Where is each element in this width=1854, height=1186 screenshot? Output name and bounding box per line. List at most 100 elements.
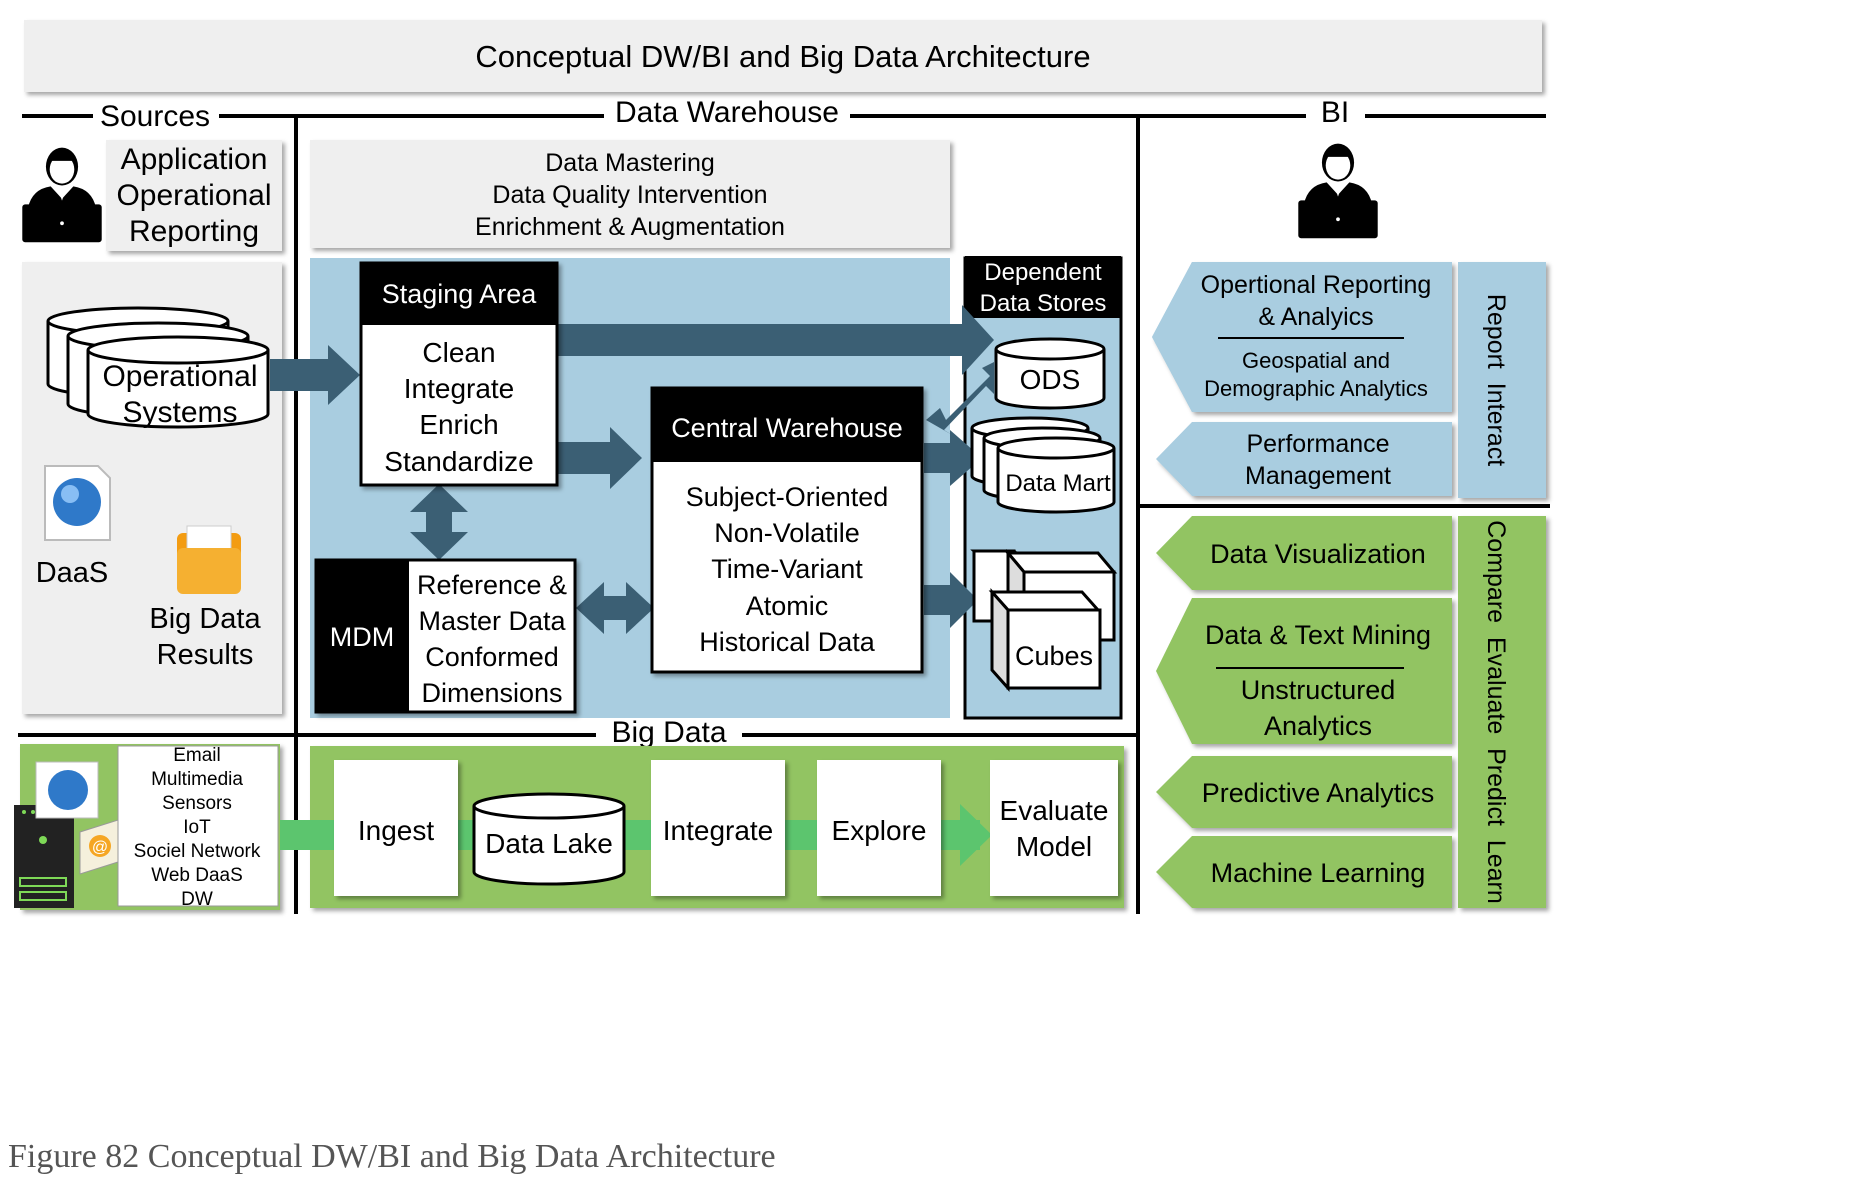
- data-mart-label: Data Mart: [1005, 470, 1111, 497]
- arrow-staging-to-central: [558, 427, 642, 489]
- bi-side-bar-blue: Report Interact: [1458, 262, 1546, 498]
- figure-caption: Figure 82 Conceptual DW/BI and Big Data …: [8, 1138, 776, 1175]
- section-big-data: Big Data: [611, 716, 726, 749]
- svg-text:@: @: [92, 839, 108, 856]
- mastering-line-1: Data Mastering: [545, 149, 715, 177]
- data-mart-database-icon: [970, 416, 1116, 514]
- staging-step: Standardize: [384, 446, 533, 477]
- cubes-label: Cubes: [1015, 641, 1093, 671]
- flow-arrows-blue: [270, 305, 994, 634]
- unstructured-line-2: Analytics: [1264, 711, 1372, 741]
- mdm-item: Reference &: [417, 570, 567, 600]
- operational-systems-database-icon: [46, 306, 270, 429]
- mastering-line-3: Enrichment & Augmentation: [475, 213, 785, 241]
- arrow-sources-to-staging: [270, 345, 360, 405]
- op-reporting-line-1: Opertional Reporting: [1201, 271, 1432, 299]
- central-warehouse-box: Central Warehouse Subject-Oriented Non-V…: [650, 386, 924, 674]
- staging-step: Enrich: [419, 409, 498, 440]
- integrate-label: Integrate: [663, 815, 774, 846]
- geospatial-line-2: Demographic Analytics: [1204, 376, 1428, 401]
- source-item: IoT: [183, 817, 211, 838]
- geospatial-line-1: Geospatial and: [1242, 348, 1390, 373]
- staging-area-box: Staging Area Clean Integrate Enrich Stan…: [359, 261, 559, 487]
- side-label-compare-learn: Compare Evaluate Predict Learn: [1482, 520, 1510, 904]
- big-data-flow-arrowhead: [960, 804, 992, 866]
- machine-learning-label: Machine Learning: [1211, 858, 1426, 888]
- mdm-item: Master Data: [418, 606, 566, 636]
- data-lake-label: Data Lake: [485, 828, 613, 859]
- big-data-results-line-1: Big Data: [149, 603, 261, 635]
- bi-predictive-analytics-item: Predictive Analytics: [1156, 756, 1452, 828]
- evaluate-model-box: Evaluate Model: [990, 760, 1118, 896]
- big-data-results-line-2: Results: [157, 639, 254, 671]
- app-operational-reporting-box: Application Operational Reporting: [106, 140, 282, 251]
- vertical-dividers: [294, 116, 1140, 914]
- ingest-label: Ingest: [358, 815, 434, 846]
- ods-database-icon: [994, 337, 1106, 410]
- source-item: Sociel Network: [134, 841, 261, 862]
- daas-globe-document-icon: [44, 465, 111, 541]
- bi-side-bar-green: Compare Evaluate Predict Learn: [1458, 516, 1546, 908]
- central-trait: Time-Variant: [711, 554, 863, 584]
- explore-box: Explore: [817, 760, 941, 896]
- central-trait: Non-Volatile: [714, 518, 860, 548]
- source-item: Sensors: [162, 793, 232, 814]
- mdm-item: Dimensions: [421, 678, 562, 708]
- staging-step: Clean: [422, 337, 495, 368]
- data-lake-database-icon: [472, 792, 626, 886]
- section-sources: Sources: [100, 100, 210, 133]
- bi-machine-learning-item: Machine Learning: [1156, 836, 1452, 908]
- evaluate-model-line-1: Evaluate: [1000, 795, 1109, 826]
- app-reporting-line-1: Application: [121, 143, 268, 176]
- explore-label: Explore: [832, 815, 927, 846]
- dependent-title-line-1: Dependent: [984, 259, 1102, 286]
- source-globe-icon: [35, 761, 99, 819]
- source-item: DW: [181, 889, 213, 910]
- daas-label: DaaS: [36, 557, 109, 589]
- big-data-sources-list: Email Multimedia Sensors IoT Sociel Netw…: [134, 745, 261, 910]
- bi-data-text-mining-item: Data & Text Mining Unstructured Analytic…: [1156, 598, 1452, 744]
- cubes-icon: [970, 548, 1118, 692]
- arrow-central-to-datamart: [924, 430, 982, 486]
- operational-systems-line-1: Operational: [102, 360, 257, 393]
- arrow-mdm-staging: [410, 484, 468, 560]
- central-trait: Historical Data: [699, 627, 876, 657]
- app-reporting-line-2: Operational: [116, 179, 271, 212]
- performance-line-2: Management: [1245, 462, 1391, 490]
- app-reporting-line-3: Reporting: [129, 215, 259, 248]
- op-reporting-line-2: & Analyics: [1258, 303, 1373, 331]
- arrow-mdm-central: [576, 582, 654, 634]
- mdm-box: MDM Reference & Master Data Conformed Di…: [314, 558, 577, 714]
- email-icon: @: [79, 819, 119, 875]
- arrow-central-to-cubes: [924, 572, 978, 628]
- central-trait: Atomic: [746, 591, 829, 621]
- unstructured-line-1: Unstructured: [1241, 675, 1396, 705]
- side-label-report-interact: Report Interact: [1482, 294, 1510, 466]
- ods-label: ODS: [1020, 364, 1081, 395]
- diagram-title: Conceptual DW/BI and Big Data Architectu…: [475, 39, 1090, 74]
- mdm-label: MDM: [330, 622, 394, 652]
- staging-title: Staging Area: [382, 279, 538, 309]
- arrow-staging-to-ods: [558, 305, 994, 375]
- data-text-mining-label: Data & Text Mining: [1205, 620, 1431, 650]
- mastering-line-2: Data Quality Intervention: [492, 181, 767, 209]
- source-item: Multimedia: [151, 769, 243, 790]
- central-trait: Subject-Oriented: [686, 482, 889, 512]
- central-warehouse-title: Central Warehouse: [671, 413, 903, 443]
- big-data-results-folder-icon: [177, 525, 241, 594]
- staging-step: Integrate: [404, 373, 515, 404]
- ingest-box: Ingest: [334, 760, 458, 896]
- source-item: Email: [173, 745, 221, 766]
- integrate-box: Integrate: [651, 760, 785, 896]
- bi-operational-reporting-item: Opertional Reporting & Analyics Geospati…: [1152, 262, 1452, 412]
- data-visualization-label: Data Visualization: [1210, 539, 1426, 569]
- arrow-central-ods: [926, 362, 994, 436]
- mdm-item: Conformed: [425, 642, 559, 672]
- title-banner: Conceptual DW/BI and Big Data Architectu…: [24, 20, 1542, 92]
- dependent-title-line-2: Data Stores: [980, 290, 1107, 317]
- predictive-analytics-label: Predictive Analytics: [1202, 778, 1435, 808]
- bi-person-icon: [1298, 143, 1378, 239]
- server-icon: [14, 805, 74, 908]
- evaluate-model-line-2: Model: [1016, 831, 1092, 862]
- section-data-warehouse: Data Warehouse: [615, 96, 839, 129]
